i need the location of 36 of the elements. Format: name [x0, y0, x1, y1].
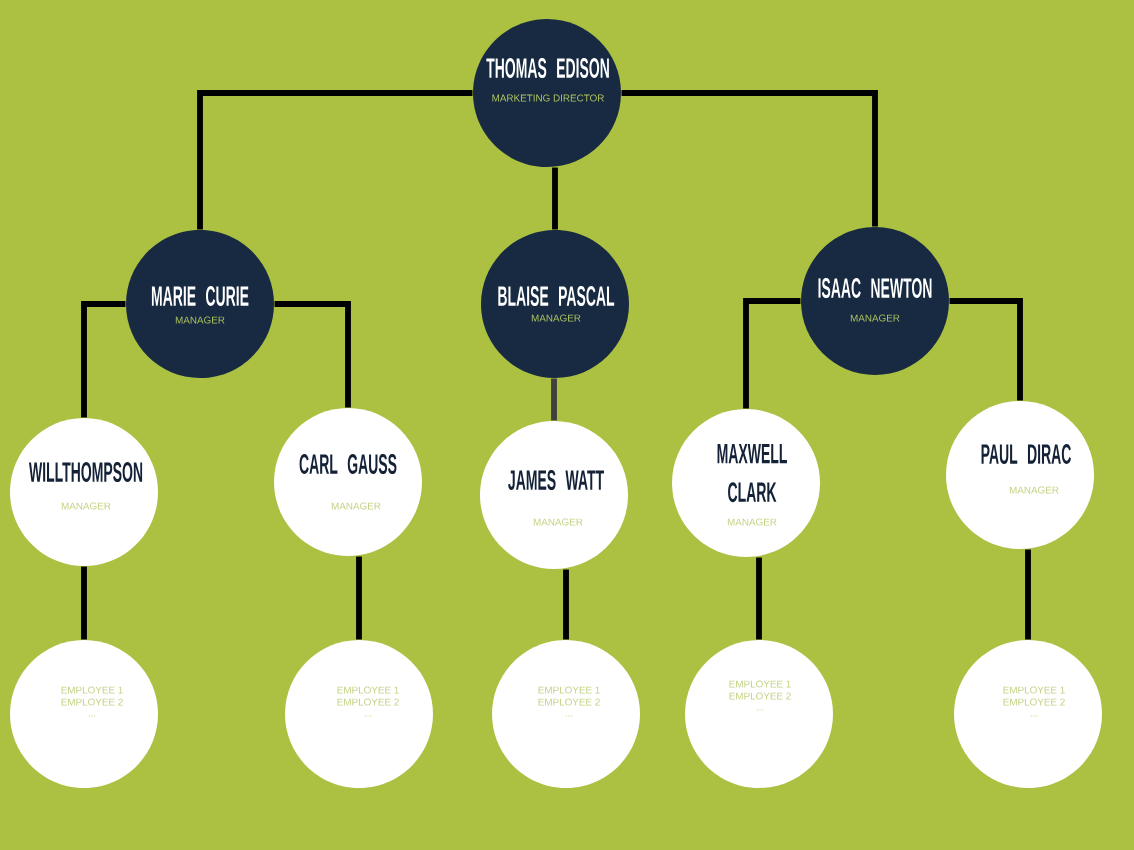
person-name: JAMES WATT	[508, 470, 604, 490]
connector-line	[743, 298, 801, 409]
connector-line	[563, 569, 569, 640]
connector-line	[551, 378, 557, 421]
person-name: PAUL DIRAC	[981, 444, 1071, 464]
person-name: MAXWELL CLARK	[717, 443, 787, 503]
manager-circle	[801, 227, 949, 375]
connector-line	[81, 566, 87, 640]
manager-circle	[126, 230, 274, 378]
manager-circle	[946, 401, 1094, 549]
connector-line	[756, 557, 762, 640]
employee-circle	[685, 640, 833, 788]
person-name: BLAISE PASCAL	[498, 286, 615, 306]
connector-line	[552, 167, 558, 230]
manager-circle	[10, 418, 158, 566]
person-name: ISAAC NEWTON	[818, 278, 932, 298]
employee-circle	[10, 640, 158, 788]
employee-circle	[492, 640, 640, 788]
manager-circle	[481, 230, 629, 378]
person-name: MARIE CURIE	[151, 286, 249, 306]
manager-circle	[274, 408, 422, 556]
employee-circle	[954, 640, 1102, 788]
manager-circle	[473, 19, 621, 167]
connector-line	[81, 301, 126, 418]
person-name: THOMAS EDISON	[486, 58, 609, 78]
person-name: CARL GAUSS	[299, 454, 397, 474]
connector-line	[621, 90, 878, 227]
employee-circle	[285, 640, 433, 788]
connector-line	[356, 556, 362, 640]
manager-circle	[480, 421, 628, 569]
connector-line	[197, 90, 473, 230]
person-name: WILLTHOMPSON	[29, 462, 143, 482]
connector-line	[1025, 549, 1031, 640]
connector-line	[274, 301, 351, 408]
manager-circle	[672, 409, 820, 557]
connector-line	[949, 298, 1023, 401]
